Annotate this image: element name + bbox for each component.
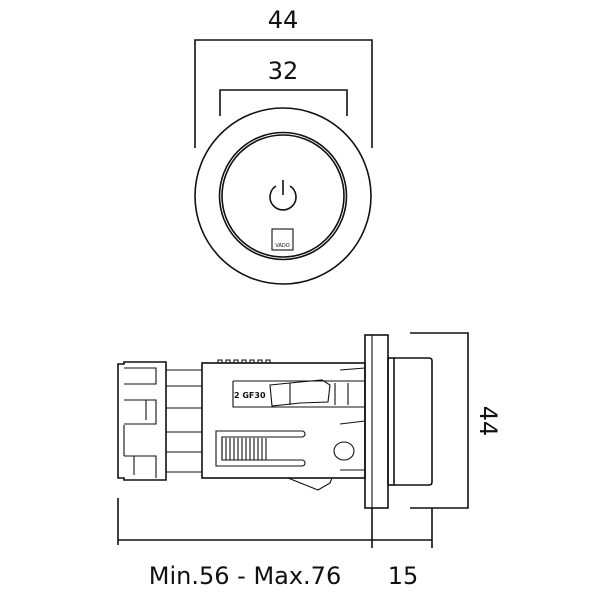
button-ring-inner bbox=[221, 134, 345, 258]
push-button bbox=[387, 357, 433, 486]
rear-clip bbox=[117, 361, 202, 481]
front-view: 44 32 VADO bbox=[194, 6, 373, 285]
mounting-flange bbox=[364, 334, 389, 509]
outer-bezel bbox=[194, 107, 372, 285]
dimension-inner-width: 32 bbox=[219, 57, 348, 116]
dimension-inner-label: 32 bbox=[268, 57, 299, 85]
side-view: 2 GF30 44 Min.56 - Max.76 15 bbox=[117, 332, 502, 590]
dimension-outer-width: 44 bbox=[194, 6, 373, 148]
part-label: 2 GF30 bbox=[234, 391, 266, 400]
housing-body: 2 GF30 bbox=[201, 359, 366, 491]
dimension-height-label: 44 bbox=[474, 406, 502, 437]
dimension-depth-label: Min.56 - Max.76 bbox=[149, 562, 341, 590]
dimension-depth: Min.56 - Max.76 15 bbox=[117, 498, 433, 590]
dimension-button-label: 15 bbox=[388, 562, 419, 590]
dimension-height: 44 bbox=[410, 332, 502, 509]
logo-text: VADO bbox=[275, 243, 289, 249]
dimension-outer-label: 44 bbox=[268, 6, 299, 34]
button-ring-outer bbox=[218, 131, 348, 261]
vado-logo: VADO bbox=[271, 228, 294, 251]
grip-teeth bbox=[221, 438, 267, 460]
power-icon bbox=[269, 180, 297, 211]
